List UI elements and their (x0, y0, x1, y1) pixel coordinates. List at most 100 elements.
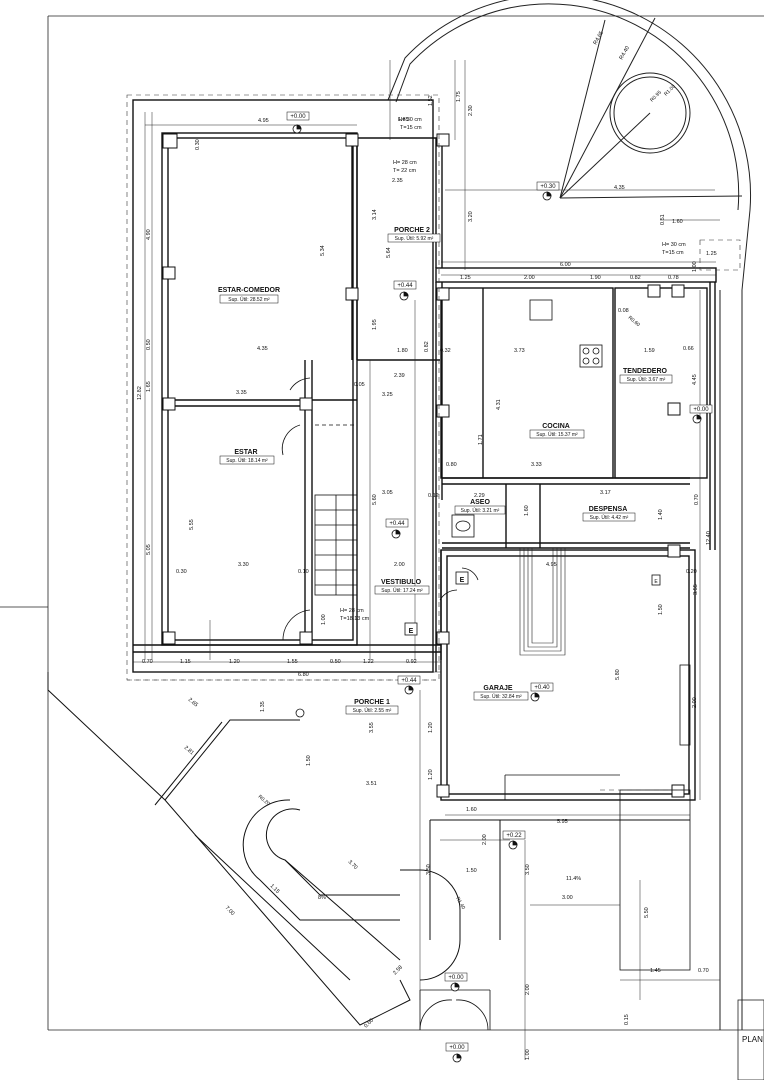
level-texts: +0.00 +0.30 +0.44 +0.44 +0.44 +0.40 +0.0… (286, 111, 713, 1052)
dim-95: 2.00 (482, 834, 488, 845)
dim-76: 1.60 (466, 807, 477, 813)
dim-25: 1.80 (397, 348, 408, 354)
room-tendedero-name: TENDEDERO (623, 368, 668, 375)
radius-r6: R1.40 (454, 896, 466, 911)
dim-67: 2.65 (187, 697, 199, 708)
dim-2: 1.85 (398, 117, 409, 123)
room-vestibulo-area: Sup. Útil: 17.24 m² (381, 587, 423, 594)
stair-vestibulo-h: H= 28 cm (340, 608, 364, 614)
dim-90: 0.70 (698, 968, 709, 974)
level-garaje: +0.40 (534, 685, 550, 691)
dim-28: 3.73 (514, 348, 525, 354)
vestibulo-stairs (314, 424, 358, 596)
stair-notes: H= 28 cm T= 22 cm H= 30 cm T=15 cm H= 30… (340, 117, 686, 622)
dim-96: 1.00 (321, 614, 327, 625)
dim-92: 0.60 (363, 1018, 375, 1030)
dim-37: 4.31 (496, 399, 502, 410)
dim-11: 3.14 (372, 209, 378, 220)
room-porche1-area: Sup. Útil: 2.55 m² (353, 707, 392, 714)
level-bottom: +0.00 (449, 1045, 465, 1051)
dim-64: 0.92 (406, 659, 417, 665)
dim-91: 2.00 (525, 984, 531, 995)
dim-55: 1.50 (658, 604, 664, 615)
dim-47: 0.70 (694, 494, 700, 505)
room-estar-comedor-name: ESTAR-COMEDOR (218, 287, 280, 294)
kitchen-fixtures (451, 299, 603, 538)
stair-porche2-h: H= 28 cm (393, 160, 417, 166)
dim-14: 5.34 (320, 245, 326, 256)
dim-84: 1.15 (269, 883, 281, 895)
level-porche2: +0.44 (397, 283, 413, 289)
dim-86: 7.00 (224, 905, 236, 917)
dim-78: 3.50 (426, 864, 432, 875)
level-gate: +0.00 (448, 975, 464, 981)
dim-21: 1.00 (692, 261, 698, 272)
dim-61: 1.55 (287, 659, 298, 665)
room-aseo-area: Sup. Útil: 3.21 m² (461, 507, 500, 514)
dim-24: 1.95 (372, 319, 378, 330)
dim-26: 0.82 (424, 341, 430, 352)
dim-60: 1.20 (229, 659, 240, 665)
dim-15: 6.00 (560, 262, 571, 268)
level-right: +0.00 (693, 407, 709, 413)
dim-49: 5.05 (146, 544, 152, 555)
level-030: +0.30 (540, 184, 556, 190)
dim-57: 3.30 (238, 562, 249, 568)
stair-top-t: T=15 cm (400, 125, 422, 131)
dim-22: 1.25 (706, 251, 717, 257)
dim-40: 0.80 (446, 462, 457, 468)
e-symbol-3: E (654, 579, 658, 585)
stair-porche2-t: T= 22 cm (393, 168, 416, 174)
dim-29: 1.59 (644, 348, 655, 354)
dim-30: 0.08 (618, 308, 629, 314)
e-symbol-2: E (460, 577, 465, 584)
dim-3: 0.30 (195, 139, 201, 150)
dim-38: 4.45 (692, 374, 698, 385)
sheet-frame (0, 15, 764, 1080)
dim-13: 5.64 (386, 247, 392, 258)
dim-72: 1.50 (306, 755, 312, 766)
dim-4: 1.52 (428, 95, 434, 106)
e-symbol-1: E (409, 628, 414, 635)
conduit-lines (519, 548, 566, 656)
stair-top-h: H= 30 cm (398, 117, 422, 123)
dim-18: 1.90 (590, 275, 601, 281)
dim-77: 5.95 (557, 819, 568, 825)
dim-44: 2.29 (474, 493, 485, 499)
garage-details (504, 664, 691, 971)
dim-82: 11.4% (566, 876, 581, 882)
room-estar-area: Sup. Útil: 18.14 m² (226, 457, 268, 464)
dim-100: 0.12 (428, 493, 439, 499)
dim-31: 4.35 (257, 346, 268, 352)
level-ramp: +0.22 (506, 833, 522, 839)
dim-43: 3.17 (600, 490, 611, 496)
room-aseo-name: ASEO (470, 499, 490, 506)
dim-97: 0.30 (176, 569, 187, 575)
dim-65: 6.80 (298, 672, 309, 678)
structural-columns (162, 133, 685, 798)
dim-70: 1.20 (428, 722, 434, 733)
room-vestibulo-name: VESTIBULO (381, 579, 422, 586)
dim-88: 5.50 (644, 907, 650, 918)
dim-73: 3.51 (366, 781, 377, 787)
dim-41: 3.33 (531, 462, 542, 468)
dim-53: 4.95 (546, 562, 557, 568)
dim-50: 5.55 (189, 519, 195, 530)
dim-12: 3.20 (468, 211, 474, 222)
room-tendedero-area: Sup. Útil: 3.67 m² (627, 376, 666, 383)
room-estar-comedor-area: Sup. Útil: 28.52 m² (228, 296, 270, 303)
dim-98: 0.20 (686, 569, 697, 575)
dim-79: 3.70 (347, 859, 359, 871)
dim-34: 2.39 (394, 373, 405, 379)
level-markers (292, 124, 702, 1063)
dim-83: 3.00 (562, 895, 573, 901)
dim-93: 0.15 (624, 1014, 630, 1025)
dim-9: 0.51 (660, 214, 666, 225)
electric-box-symbols (404, 571, 661, 636)
room-despensa-name: DESPENSA (589, 506, 628, 513)
dim-19: 0.82 (630, 275, 641, 281)
dim-89: 1.45 (650, 968, 661, 974)
dim-66: 5.80 (615, 669, 621, 680)
room-garaje-area: Sup. Útil: 32.84 m² (480, 693, 522, 700)
